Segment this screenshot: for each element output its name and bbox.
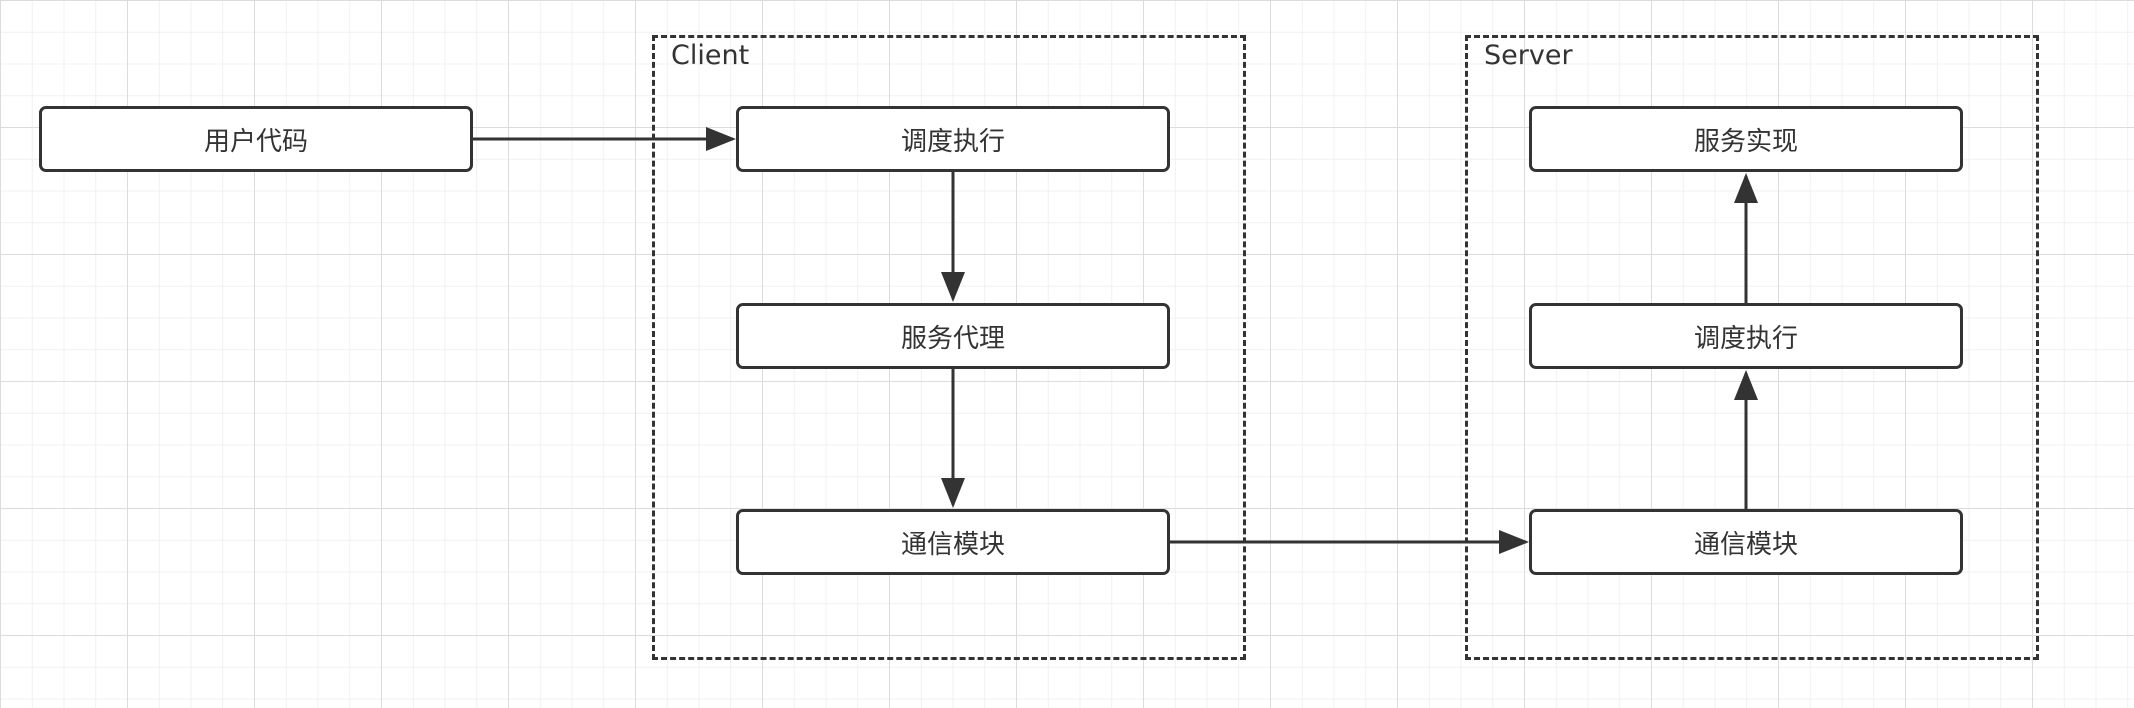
client-group: Client: [652, 35, 1246, 660]
client-group-label: Client: [671, 40, 750, 71]
client-dispatch-node[interactable]: 调度执行: [736, 106, 1170, 172]
client-proxy-node[interactable]: 服务代理: [736, 303, 1170, 369]
server-impl-node[interactable]: 服务实现: [1529, 106, 1963, 172]
user-code-label: 用户代码: [203, 126, 308, 157]
server-group: Server: [1465, 35, 2039, 660]
client-proxy-label: 服务代理: [900, 323, 1005, 354]
server-comm-label: 通信模块: [1693, 529, 1798, 560]
user-code-node[interactable]: 用户代码: [39, 106, 473, 172]
server-group-label: Server: [1484, 40, 1573, 71]
client-comm-label: 通信模块: [900, 529, 1005, 560]
client-dispatch-label: 调度执行: [900, 126, 1005, 157]
server-comm-node[interactable]: 通信模块: [1529, 509, 1963, 575]
server-dispatch-node[interactable]: 调度执行: [1529, 303, 1963, 369]
server-dispatch-label: 调度执行: [1693, 323, 1798, 354]
server-impl-label: 服务实现: [1693, 126, 1798, 157]
client-comm-node[interactable]: 通信模块: [736, 509, 1170, 575]
